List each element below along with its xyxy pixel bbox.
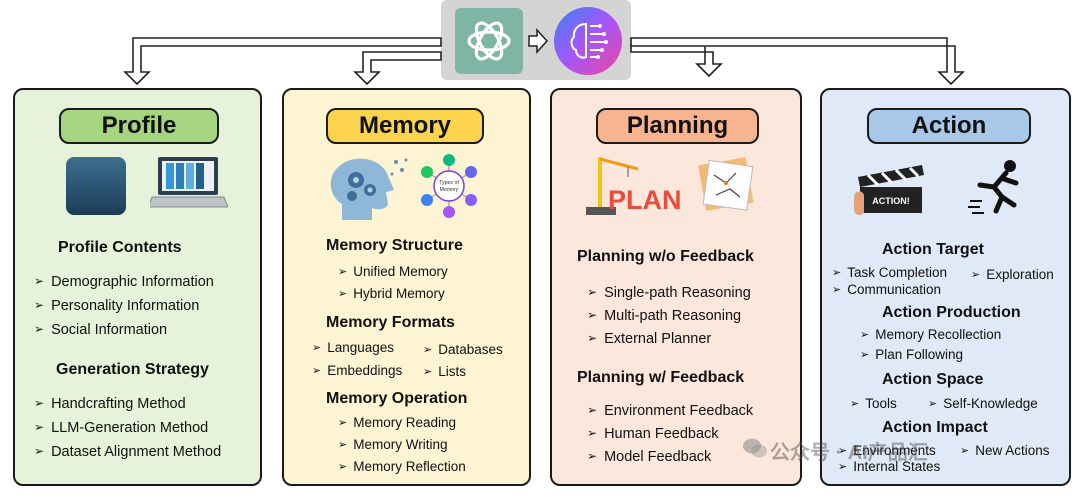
laptop-folders-icon <box>150 157 228 208</box>
memory-title: Memory <box>326 108 484 144</box>
action-item: Tools <box>850 396 897 411</box>
arrow-to-planning <box>630 43 723 78</box>
profile-square-icon <box>66 157 126 215</box>
planning-title: Planning <box>596 108 759 144</box>
model-header-box <box>441 0 631 80</box>
planning-with-feedback-heading: Planning w/ Feedback <box>577 369 745 386</box>
profile-item: Dataset Alignment Method <box>34 444 221 460</box>
profile-item: Handcrafting Method <box>34 396 186 412</box>
memory-item: Memory Writing <box>338 437 447 452</box>
profile-item: Personality Information <box>34 298 199 314</box>
action-impact-heading: Action Impact <box>882 419 988 436</box>
memory-item: Unified Memory <box>338 264 448 279</box>
plan-paper-icon <box>698 157 754 211</box>
arrow-right-icon <box>528 28 549 54</box>
memory-item: Languages <box>312 340 394 355</box>
action-item: Memory Recollection <box>860 327 1001 342</box>
action-item: Internal States <box>838 459 940 474</box>
planning-item: Multi-path Reasoning <box>587 308 741 324</box>
memory-item: Lists <box>423 364 466 379</box>
action-item: Exploration <box>971 267 1054 282</box>
memory-item: Memory Reading <box>338 415 456 430</box>
action-item: New Actions <box>960 443 1049 458</box>
profile-item: Social Information <box>34 322 167 338</box>
action-item: Environments <box>838 443 936 458</box>
action-item: Self-Knowledge <box>928 396 1038 411</box>
types-of-memory-label: Types of <box>439 180 459 186</box>
action-item: Task Completion <box>832 265 947 280</box>
clapperboard-icon: ACTION! <box>854 165 924 216</box>
openai-logo-icon <box>455 8 523 74</box>
memory-item: Hybrid Memory <box>338 286 445 301</box>
memory-structure-heading: Memory Structure <box>326 237 463 254</box>
memory-operation-heading: Memory Operation <box>326 390 468 407</box>
memory-item: Memory Reflection <box>338 459 466 474</box>
memory-item: Databases <box>423 342 503 357</box>
watermark-text: 公众号 · AI产品汇 <box>770 442 928 464</box>
action-target-heading: Action Target <box>882 241 984 258</box>
action-item: Plan Following <box>860 347 963 362</box>
arrow-to-memory <box>353 51 442 86</box>
action-item: Communication <box>832 282 941 297</box>
planning-without-feedback-heading: Planning w/o Feedback <box>577 248 754 265</box>
profile-title: Profile <box>59 108 219 144</box>
types-of-memory-icon: Types of Memory <box>421 154 477 218</box>
memory-item: Embeddings <box>312 363 402 378</box>
clapper-text: ACTION! <box>872 196 910 206</box>
profile-contents-heading: Profile Contents <box>58 239 182 256</box>
profile-item: LLM-Generation Method <box>34 420 208 436</box>
wechat-icon <box>743 438 767 458</box>
arrow-to-action <box>630 37 965 86</box>
running-figure-icon <box>968 160 1019 214</box>
planning-item: Model Feedback <box>587 449 711 465</box>
planning-item: Environment Feedback <box>587 403 753 419</box>
ai-brain-logo-icon <box>554 7 622 75</box>
memory-formats-heading: Memory Formats <box>326 314 455 331</box>
connector-arrows <box>123 37 965 86</box>
generation-strategy-heading: Generation Strategy <box>56 361 209 378</box>
arrow-to-profile <box>123 37 442 86</box>
action-space-heading: Action Space <box>882 371 984 388</box>
head-gears-icon <box>330 158 408 220</box>
plan-crane-icon: PLAN <box>586 157 680 215</box>
plan-word: PLAN <box>608 185 680 215</box>
planning-item: Human Feedback <box>587 426 718 442</box>
action-production-heading: Action Production <box>882 304 1021 321</box>
planning-item: Single-path Reasoning <box>587 285 751 301</box>
svg-text:Memory: Memory <box>440 187 459 193</box>
profile-item: Demographic Information <box>34 274 214 290</box>
planning-item: External Planner <box>587 331 711 347</box>
action-title: Action <box>867 108 1031 144</box>
